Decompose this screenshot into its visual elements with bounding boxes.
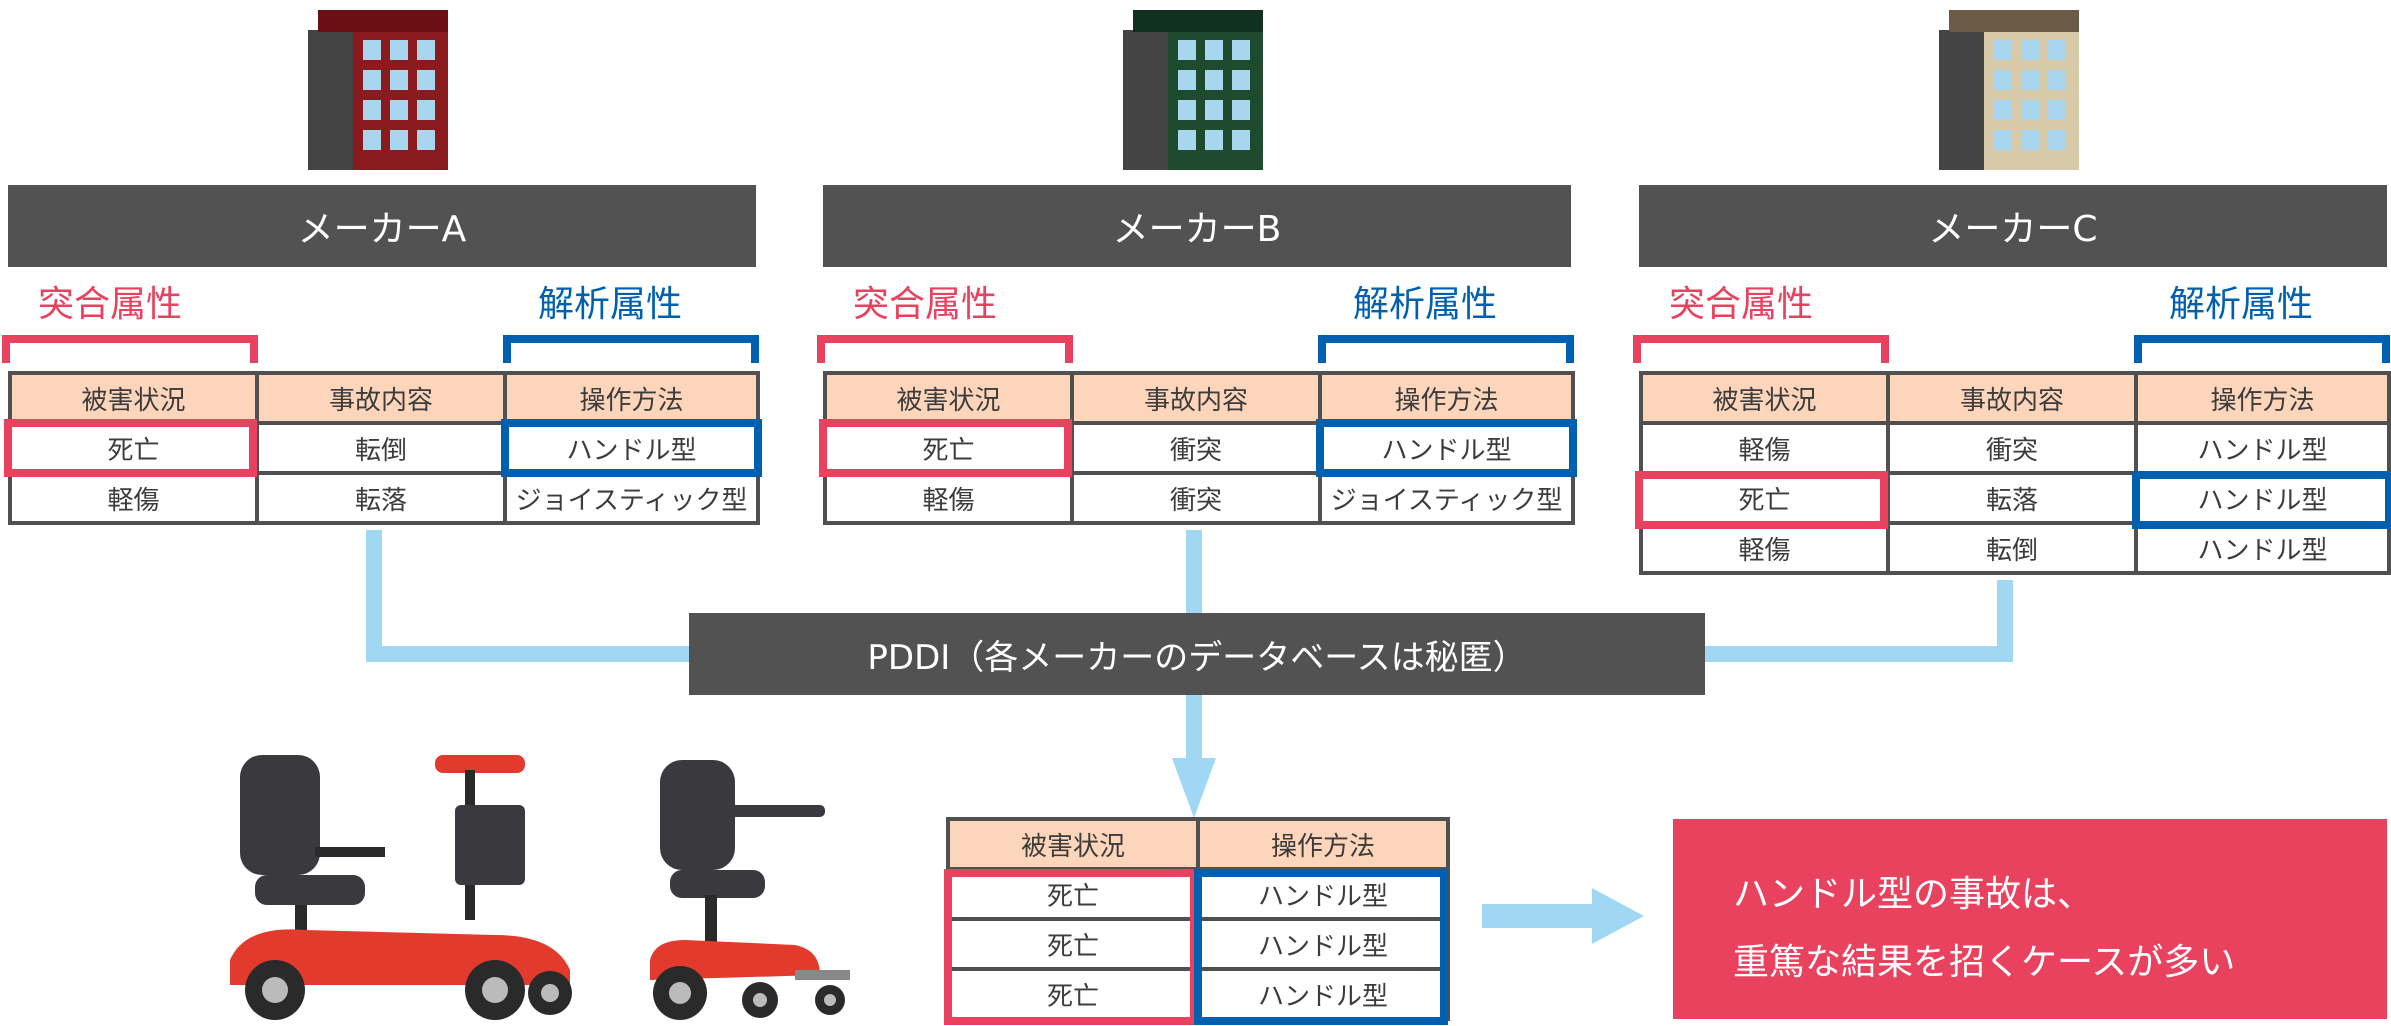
cell: 軽傷	[1639, 521, 1890, 575]
pddi-box: PDDI（各メーカーのデータベースは秘匿）	[689, 613, 1705, 695]
column-header: 操作方法	[2134, 371, 2391, 425]
column-header: 事故内容	[255, 371, 507, 425]
cell: ジョイスティック型	[1318, 471, 1575, 525]
maker-table: 被害状況事故内容操作方法軽傷衝突ハンドル型死亡転落ハンドル型軽傷転倒ハンドル型	[1639, 371, 2391, 575]
cell: ハンドル型	[1196, 867, 1450, 921]
green-building-icon	[1123, 10, 1263, 170]
maker-name: メーカーC	[1928, 209, 2098, 250]
table-row: 死亡衝突ハンドル型	[823, 421, 1575, 475]
table-row: 死亡転倒ハンドル型	[8, 421, 760, 475]
cell: ハンドル型	[2134, 521, 2391, 575]
cell: 衝突	[1070, 471, 1322, 525]
analysis-attribute-label: 解析属性	[1353, 284, 1498, 325]
result-table: 被害状況操作方法 死亡ハンドル型 死亡ハンドル型 死亡ハンドル型	[946, 817, 1450, 1021]
conclusion-line-1: ハンドル型の事故は、	[1733, 874, 2094, 915]
table-row: 死亡転落ハンドル型	[1639, 471, 2391, 525]
cell: 軽傷	[823, 471, 1074, 525]
table-row: 軽傷転落ジョイスティック型	[8, 471, 760, 525]
column-header: 事故内容	[1886, 371, 2138, 425]
cell: ハンドル型	[1196, 917, 1450, 971]
table-row: 死亡ハンドル型	[946, 967, 1450, 1021]
column-header: 操作方法	[1318, 371, 1575, 425]
cell: 軽傷	[8, 471, 259, 525]
match-attribute-label: 突合属性	[38, 284, 183, 325]
match-attribute-label: 突合属性	[1669, 284, 1814, 325]
cell: ジョイスティック型	[503, 471, 760, 525]
conclusion-box: ハンドル型の事故は、 重篤な結果を招くケースが多い	[1673, 819, 2387, 1019]
cell: ハンドル型	[2134, 471, 2391, 525]
connector-c-h	[1700, 646, 2013, 662]
maker-name: メーカーA	[297, 209, 467, 250]
mobility-scooter-large-icon	[230, 755, 572, 1020]
arrow-right-icon	[1482, 888, 1644, 944]
cell: 転落	[255, 471, 507, 525]
table-row: 軽傷衝突ジョイスティック型	[823, 471, 1575, 525]
cell: 死亡	[946, 867, 1200, 921]
analysis-bracket	[1318, 335, 1574, 363]
cell: 転落	[1886, 471, 2138, 525]
cell: 死亡	[8, 421, 259, 475]
connector-a-h	[366, 646, 696, 662]
table-row: 死亡ハンドル型	[946, 917, 1450, 971]
cell: ハンドル型	[2134, 421, 2391, 475]
column-header: 被害状況	[823, 371, 1074, 425]
table-row: 死亡ハンドル型	[946, 867, 1450, 921]
column-header: 被害状況	[8, 371, 259, 425]
mobility-scooter-small-icon	[650, 760, 850, 1020]
table-row: 軽傷衝突ハンドル型	[1639, 421, 2391, 475]
maker-header: メーカーC	[1639, 185, 2387, 267]
cell: 衝突	[1886, 421, 2138, 475]
match-bracket	[1633, 335, 1889, 363]
cell: 死亡	[946, 917, 1200, 971]
match-bracket	[817, 335, 1073, 363]
connector-c	[1997, 580, 2013, 662]
maker-name: メーカーB	[1112, 209, 1282, 250]
analysis-attribute-label: 解析属性	[2169, 284, 2314, 325]
cell: 死亡	[946, 967, 1200, 1021]
table-row: 軽傷転倒ハンドル型	[1639, 521, 2391, 575]
column-header: 事故内容	[1070, 371, 1322, 425]
maker-header: メーカーA	[8, 185, 756, 267]
analysis-bracket	[2134, 335, 2390, 363]
column-header: 操作方法	[1196, 817, 1450, 871]
beige-building-icon	[1939, 10, 2079, 170]
cell: 転倒	[1886, 521, 2138, 575]
column-header: 被害状況	[946, 817, 1200, 871]
cell: 軽傷	[1639, 421, 1890, 475]
maker-table: 被害状況事故内容操作方法死亡転倒ハンドル型軽傷転落ジョイスティック型	[8, 371, 760, 525]
cell: 死亡	[1639, 471, 1890, 525]
cell: ハンドル型	[503, 421, 760, 475]
cell: 転倒	[255, 421, 507, 475]
maker-table: 被害状況事故内容操作方法死亡衝突ハンドル型軽傷衝突ジョイスティック型	[823, 371, 1575, 525]
conclusion-line-2: 重篤な結果を招くケースが多い	[1733, 942, 2236, 983]
arrow-down-icon	[1172, 758, 1216, 818]
column-header: 操作方法	[503, 371, 760, 425]
red-building-icon	[308, 10, 448, 170]
analysis-bracket	[503, 335, 759, 363]
cell: ハンドル型	[1196, 967, 1450, 1021]
pddi-label: PDDI（各メーカーのデータベースは秘匿）	[867, 637, 1527, 678]
cell: 衝突	[1070, 421, 1322, 475]
cell: ハンドル型	[1318, 421, 1575, 475]
connector-a	[366, 530, 382, 662]
column-header: 被害状況	[1639, 371, 1890, 425]
match-bracket	[2, 335, 258, 363]
match-attribute-label: 突合属性	[853, 284, 998, 325]
maker-header: メーカーB	[823, 185, 1571, 267]
cell: 死亡	[823, 421, 1074, 475]
analysis-attribute-label: 解析属性	[538, 284, 683, 325]
